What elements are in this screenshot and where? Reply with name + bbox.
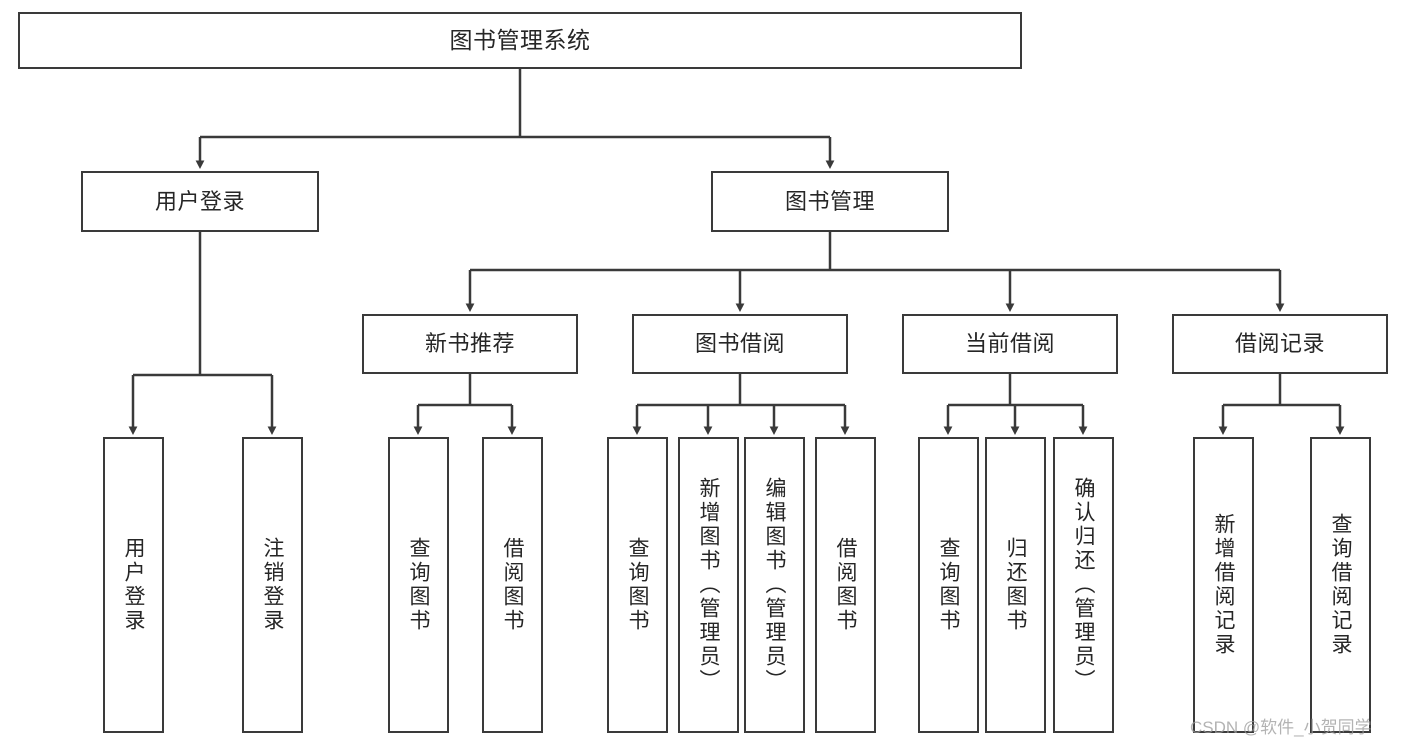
node-current-borrow[interactable]: 当前借阅 bbox=[902, 314, 1118, 374]
node-borrow-record-label: 借阅记录 bbox=[1234, 331, 1325, 357]
node-leaf-query-book-3-label: 查询图书 bbox=[937, 537, 960, 633]
edge-group-borrow-record bbox=[1218, 374, 1345, 435]
node-borrow-record[interactable]: 借阅记录 bbox=[1172, 314, 1388, 374]
node-leaf-borrow-book-2-label: 借阅图书 bbox=[834, 537, 857, 633]
node-leaf-add-borrow-record-label: 新增借阅记录 bbox=[1212, 513, 1235, 657]
node-leaf-query-book-1-label: 查询图书 bbox=[407, 537, 430, 633]
edge-group-user-login bbox=[128, 232, 277, 435]
node-leaf-add-book-admin-label: 新增图书（管理员） bbox=[697, 477, 720, 693]
node-book-management-label: 图书管理 bbox=[784, 188, 875, 214]
edge-group-current-borrow bbox=[943, 374, 1088, 435]
node-user-login-label: 用户登录 bbox=[154, 188, 245, 214]
node-leaf-borrow-book-1-label: 借阅图书 bbox=[501, 537, 524, 633]
node-leaf-edit-book-admin[interactable]: 编辑图书（管理员） bbox=[744, 437, 805, 733]
node-leaf-return-book[interactable]: 归还图书 bbox=[985, 437, 1046, 733]
node-leaf-query-borrow-record[interactable]: 查询借阅记录 bbox=[1310, 437, 1371, 733]
node-leaf-add-book-admin[interactable]: 新增图书（管理员） bbox=[678, 437, 739, 733]
edge-group-root bbox=[195, 69, 835, 169]
node-leaf-query-book-3[interactable]: 查询图书 bbox=[918, 437, 979, 733]
node-leaf-borrow-book-2[interactable]: 借阅图书 bbox=[815, 437, 876, 733]
node-user-login[interactable]: 用户登录 bbox=[81, 171, 319, 232]
node-leaf-add-borrow-record[interactable]: 新增借阅记录 bbox=[1193, 437, 1254, 733]
node-leaf-confirm-return-admin-label: 确认归还（管理员） bbox=[1072, 477, 1095, 693]
node-leaf-user-login[interactable]: 用户登录 bbox=[103, 437, 164, 733]
node-leaf-confirm-return-admin[interactable]: 确认归还（管理员） bbox=[1053, 437, 1114, 733]
edge-group-book-management bbox=[465, 232, 1285, 312]
node-leaf-logout-login-label: 注销登录 bbox=[261, 537, 284, 633]
node-leaf-query-book-2[interactable]: 查询图书 bbox=[607, 437, 668, 733]
node-leaf-return-book-label: 归还图书 bbox=[1004, 537, 1027, 633]
node-current-borrow-label: 当前借阅 bbox=[964, 331, 1055, 357]
edge-group-new-book-recommend bbox=[413, 374, 517, 435]
node-leaf-user-login-label: 用户登录 bbox=[122, 537, 145, 633]
node-leaf-borrow-book-1[interactable]: 借阅图书 bbox=[482, 437, 543, 733]
node-root-label: 图书管理系统 bbox=[449, 27, 591, 54]
node-new-book-recommend[interactable]: 新书推荐 bbox=[362, 314, 578, 374]
node-root[interactable]: 图书管理系统 bbox=[18, 12, 1022, 69]
edge-group-book-borrow bbox=[632, 374, 850, 435]
node-leaf-logout-login[interactable]: 注销登录 bbox=[242, 437, 303, 733]
node-leaf-query-book-1[interactable]: 查询图书 bbox=[388, 437, 449, 733]
node-leaf-edit-book-admin-label: 编辑图书（管理员） bbox=[763, 477, 786, 693]
node-leaf-query-borrow-record-label: 查询借阅记录 bbox=[1329, 513, 1352, 657]
node-book-management[interactable]: 图书管理 bbox=[711, 171, 949, 232]
node-book-borrow-label: 图书借阅 bbox=[694, 331, 785, 357]
node-new-book-recommend-label: 新书推荐 bbox=[424, 331, 515, 357]
node-book-borrow[interactable]: 图书借阅 bbox=[632, 314, 848, 374]
node-leaf-query-book-2-label: 查询图书 bbox=[626, 537, 649, 633]
